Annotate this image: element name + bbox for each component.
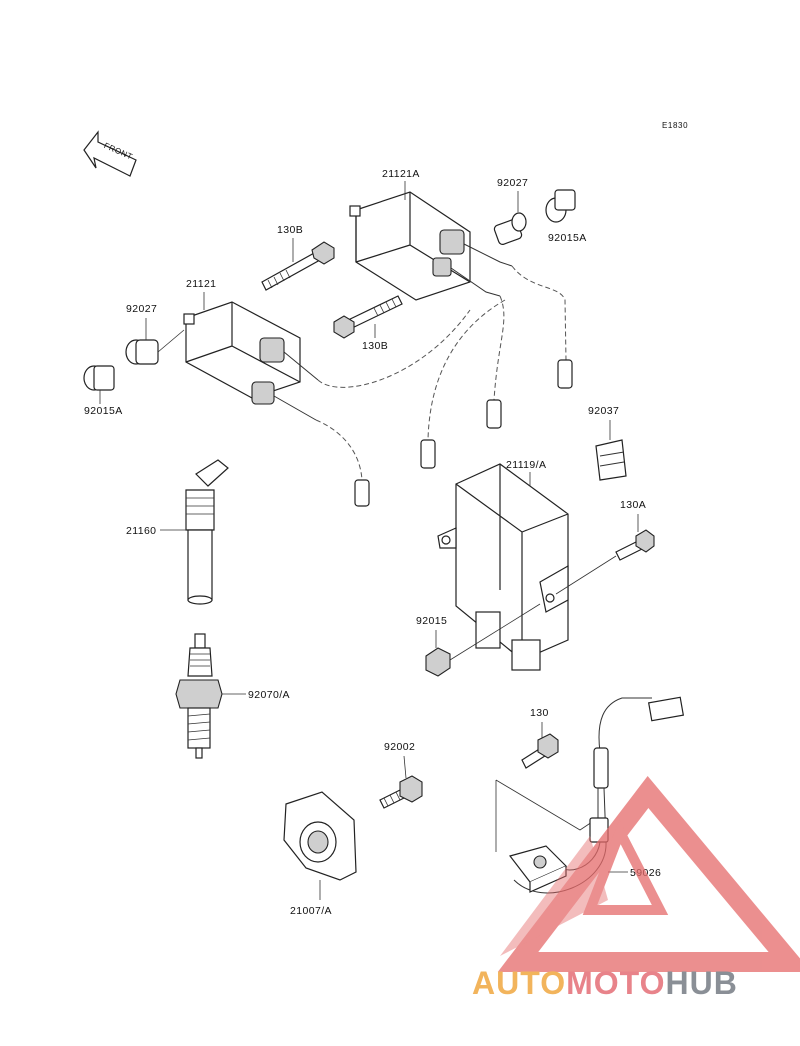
collar-92015a-top [545, 189, 576, 223]
logo-auto: AUTO [472, 965, 566, 1001]
label-130a: 130A [620, 499, 646, 511]
ignition-coil-upper [349, 191, 513, 301]
automotohub-logo-text: AUTOMOTOHUB [472, 965, 738, 1001]
label-92015a-top: 92015A [548, 232, 587, 244]
bolt-130a [555, 529, 655, 595]
label-130: 130 [530, 707, 549, 719]
label-92070a: 92070/A [248, 689, 290, 701]
label-92037: 92037 [588, 405, 619, 417]
bolt-130b-left [261, 241, 335, 291]
label-21121: 21121 [186, 278, 216, 290]
plug-cap-21160 [185, 459, 229, 605]
bolt-130b-mid [333, 295, 403, 339]
ic-igniter-21119a [437, 463, 569, 671]
svg-text:AUTOMOTOHUB: AUTOMOTOHUB [472, 965, 738, 1001]
label-21119a: 21119/A [506, 459, 546, 471]
collar-92015a-left [83, 365, 115, 391]
bolt-92002 [379, 775, 423, 809]
label-92027-left: 92027 [126, 303, 157, 315]
figure-code: E1830 [662, 121, 688, 130]
label-92027-top: 92027 [497, 177, 528, 189]
label-21007a: 21007/A [290, 905, 332, 917]
automotohub-watermark [497, 775, 800, 972]
bolt-130 [521, 733, 559, 769]
label-130b-left: 130B [277, 224, 303, 236]
grommet-92027-top [493, 212, 527, 245]
ht-leads [315, 265, 573, 507]
label-92015: 92015 [416, 615, 447, 627]
nut-92015 [425, 603, 541, 677]
label-21160: 21160 [126, 525, 156, 537]
label-92002: 92002 [384, 741, 415, 753]
logo-moto: MOTO [566, 965, 665, 1001]
ignition-coil-lower [183, 301, 319, 421]
logo-hub: HUB [665, 965, 737, 1001]
label-130b-mid: 130B [362, 340, 388, 352]
front-arrow-icon: FRONT [83, 130, 137, 177]
label-21121a: 21121A [382, 168, 420, 180]
label-92015a-left: 92015A [84, 405, 123, 417]
clamp-92037 [595, 439, 627, 481]
timing-rotor-21007a [283, 791, 357, 881]
spark-plug-92070a [175, 633, 223, 759]
grommet-92027-left [125, 329, 185, 365]
